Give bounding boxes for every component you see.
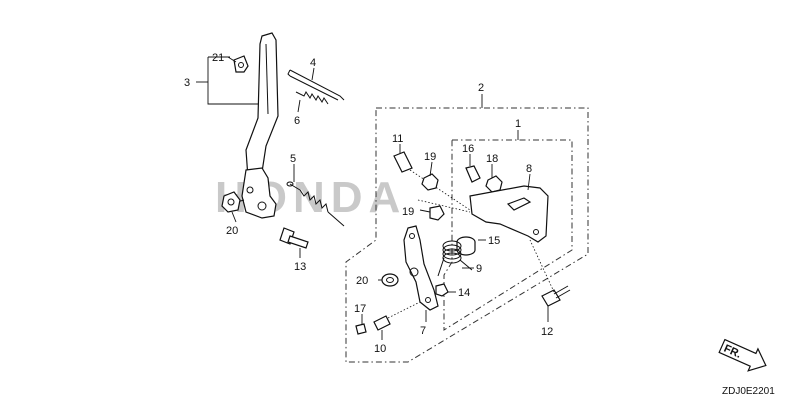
control-lever xyxy=(229,32,279,219)
collar-15 xyxy=(456,236,476,256)
label-12: 12 xyxy=(541,326,553,338)
nut-14 xyxy=(435,283,449,297)
leader-21 xyxy=(227,56,237,63)
nut-20-left xyxy=(221,191,241,213)
diagram-code: ZDJ0E2201 xyxy=(722,386,775,397)
assembly-1-outline xyxy=(443,139,573,331)
label-16: 16 xyxy=(462,143,474,155)
label-20-left: 20 xyxy=(226,225,238,237)
bracket-plate-8 xyxy=(469,185,549,243)
assembly-2-outline xyxy=(345,107,589,363)
label-14: 14 xyxy=(458,287,470,299)
label-10: 10 xyxy=(374,343,386,355)
bracket-3 xyxy=(207,57,262,105)
label-15: 15 xyxy=(488,235,500,247)
nut-18 xyxy=(485,175,503,193)
label-3: 3 xyxy=(184,77,190,89)
label-19-lower: 19 xyxy=(402,206,414,218)
leader-4 xyxy=(311,67,315,81)
label-6: 6 xyxy=(294,115,300,127)
label-5: 5 xyxy=(290,153,296,165)
arm-plate-7 xyxy=(403,225,439,311)
label-8: 8 xyxy=(526,163,532,175)
label-9: 9 xyxy=(476,263,482,275)
spring-6 xyxy=(295,91,329,105)
label-18: 18 xyxy=(486,153,498,165)
nut-19-upper xyxy=(421,173,439,191)
label-17: 17 xyxy=(354,303,366,315)
label-20-right: 20 xyxy=(356,275,368,287)
label-21: 21 xyxy=(212,52,224,64)
screw-17 xyxy=(355,323,367,335)
nut-21 xyxy=(233,55,249,73)
bolt-16 xyxy=(465,165,481,183)
label-11: 11 xyxy=(392,133,403,145)
leader-6 xyxy=(297,99,301,113)
rod-4 xyxy=(287,69,345,101)
label-1: 1 xyxy=(515,118,521,130)
front-direction-indicator: FR. xyxy=(718,338,767,372)
label-4: 4 xyxy=(310,57,316,69)
leader-20-left xyxy=(231,211,237,223)
label-7: 7 xyxy=(420,325,426,337)
nut-19-lower xyxy=(417,199,471,221)
spring-5 xyxy=(286,181,345,227)
bolt-11 xyxy=(393,151,471,211)
bolt-12 xyxy=(529,239,571,307)
leader-19-lower xyxy=(419,209,431,213)
label-19-upper: 19 xyxy=(424,151,436,163)
nut-20-right xyxy=(381,273,399,287)
label-13: 13 xyxy=(294,261,306,273)
torsion-spring-9 xyxy=(437,240,473,277)
leader-19-upper xyxy=(429,161,433,177)
front-arrow-icon xyxy=(718,338,767,372)
bolt-10 xyxy=(373,301,421,331)
label-2: 2 xyxy=(478,82,484,94)
bolt-13 xyxy=(279,227,309,249)
leader-8 xyxy=(527,173,531,191)
